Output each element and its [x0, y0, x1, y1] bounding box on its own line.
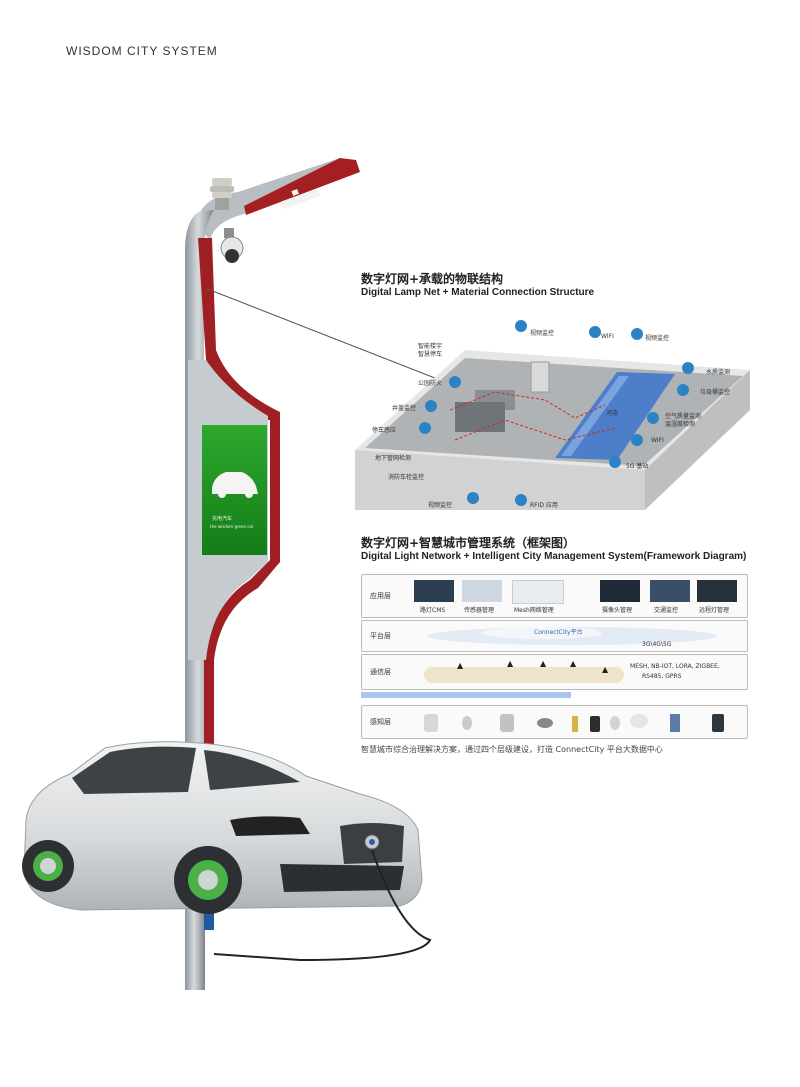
- platform-layer: 平台层 ConnectCity平台 3G\4G\5G: [361, 620, 748, 652]
- comm-text-2: RS485, GPRS: [642, 673, 682, 680]
- comm-layer: 通信层 ▲ ▲ ▲ ▲ ▲ MESH, NB-IOT, LORA, ZIGBEE…: [361, 654, 748, 690]
- label-smart-guide: 智能楼宇 智慧停车: [418, 343, 443, 358]
- led-lamp-icon: [280, 188, 320, 210]
- screen-line2: the wisdom green car: [210, 524, 254, 529]
- iot-map-diagram: [355, 320, 750, 510]
- advertising-screen: 充电汽车 the wisdom green car: [202, 425, 267, 555]
- brand-title: WISDOM CITY SYSTEM: [66, 44, 218, 58]
- antenna-icon-5: ▲: [602, 665, 609, 674]
- label-rfid: RFID 应用: [530, 502, 558, 509]
- app-layer: 应用层 路灯CMS 传感器管理 Mesh网络管理 摄像头管理 交通监控 远程灯管…: [361, 574, 748, 618]
- lamp-head: [196, 158, 360, 240]
- 5g-icon: [609, 456, 621, 468]
- label-video1: 视频监控: [530, 330, 555, 337]
- comm-text-1: MESH, NB-IOT, LORA, ZIGBEE,: [630, 663, 720, 670]
- wifi-icon-1: [589, 326, 601, 338]
- label-video3: 视频监控: [428, 502, 453, 509]
- comm-divider-strip: [361, 692, 571, 698]
- sensor-icon-10: [712, 714, 724, 732]
- iot-title-en: Digital Lamp Net + Material Connection S…: [361, 287, 595, 298]
- antenna-icon-2: ▲: [507, 659, 514, 668]
- video-icon-1: [515, 320, 527, 332]
- label-5g: 5G 基站: [626, 463, 649, 470]
- antenna-icon-4: ▲: [570, 659, 577, 668]
- app-item-2: 传感器管理: [464, 607, 495, 614]
- lamp-icon: [677, 384, 689, 396]
- app-item-4: 摄像头管理: [602, 607, 633, 614]
- sensor-icon-2: [462, 716, 472, 730]
- label-parking: 停车感应: [372, 427, 397, 434]
- sensor-icon-1: [424, 714, 438, 732]
- wifi-icon-2: [631, 434, 643, 446]
- app-item-5: 交通监控: [654, 607, 679, 614]
- sensor-icon-4: [537, 718, 553, 728]
- antenna-icon-1: ▲: [457, 661, 464, 670]
- comm-layer-name: 通信层: [370, 668, 391, 676]
- app-screen-6: [697, 580, 737, 602]
- screen-line1: 充电汽车: [212, 515, 232, 522]
- label-park-fire: 公园防火: [418, 380, 443, 387]
- sensor-icons: [419, 320, 694, 506]
- water-icon: [682, 362, 694, 374]
- app-screen-1: [414, 580, 454, 602]
- mgmt-caption: 智慧城市综合治理解决方案，通过四个层级建设，打造 ConnectCity 平台大…: [361, 745, 663, 754]
- label-video2: 视频监控: [645, 335, 670, 342]
- label-pipe: 地下管网检测: [375, 455, 412, 462]
- weather-sensor-icon: [210, 178, 234, 210]
- sensor-icon-7: [610, 716, 620, 730]
- fire-icon: [449, 376, 461, 388]
- platform-layer-name: 平台层: [370, 632, 391, 640]
- camera-icon: [220, 228, 244, 263]
- app-layer-name: 应用层: [370, 592, 391, 600]
- label-water: 水质监测: [706, 369, 731, 376]
- rfid-icon: [515, 494, 527, 506]
- app-screen-5: [650, 580, 690, 602]
- mgmt-title-en: Digital Light Network + Intelligent City…: [361, 551, 747, 562]
- label-hydrant: 消防车栓监控: [388, 474, 425, 481]
- sensor-icon-9: [670, 714, 680, 732]
- air-icon: [647, 412, 659, 424]
- well-icon: [425, 400, 437, 412]
- cloud-icon: [427, 627, 717, 645]
- video-icon-2: [631, 328, 643, 340]
- mgmt-title-cn: 数字灯网+智慧城市管理系统（框架图）: [361, 536, 576, 550]
- label-river: 河流: [606, 410, 619, 417]
- platform-cloud-label: ConnectCity平台: [534, 629, 583, 636]
- label-air: 空气质量监测 温湿度检测: [665, 413, 702, 428]
- antenna-icon-3: ▲: [540, 659, 547, 668]
- app-screen-3: [512, 580, 564, 604]
- video-icon-3: [467, 492, 479, 504]
- sensor-icon-6: [590, 716, 600, 732]
- river-area: [555, 372, 675, 460]
- label-well: 井盖监控: [392, 405, 417, 412]
- app-screen-4: [600, 580, 640, 602]
- app-item-6: 远程灯管理: [699, 607, 730, 614]
- app-item-3: Mesh网络管理: [514, 607, 554, 614]
- parking-icon: [419, 422, 431, 434]
- sensor-icon-5: [572, 716, 578, 732]
- comm-band: [424, 667, 624, 683]
- electric-car: [22, 741, 432, 962]
- sensor-icon-8: [630, 714, 648, 728]
- car-icon: [212, 472, 258, 498]
- sense-layer-name: 感知层: [370, 718, 391, 726]
- label-wifi1: WIFI: [601, 333, 614, 340]
- sense-layer: 感知层: [361, 705, 748, 739]
- sensor-icon-3: [500, 714, 514, 732]
- label-wifi2: WIFI: [651, 437, 664, 444]
- platform-net-label: 3G\4G\5G: [642, 641, 672, 648]
- app-item-1: 路灯CMS: [420, 607, 446, 614]
- app-screen-2: [462, 580, 502, 602]
- iot-title-cn: 数字灯网+承载的物联结构: [361, 272, 504, 286]
- label-lamp: 垃圾桶监控: [700, 389, 731, 396]
